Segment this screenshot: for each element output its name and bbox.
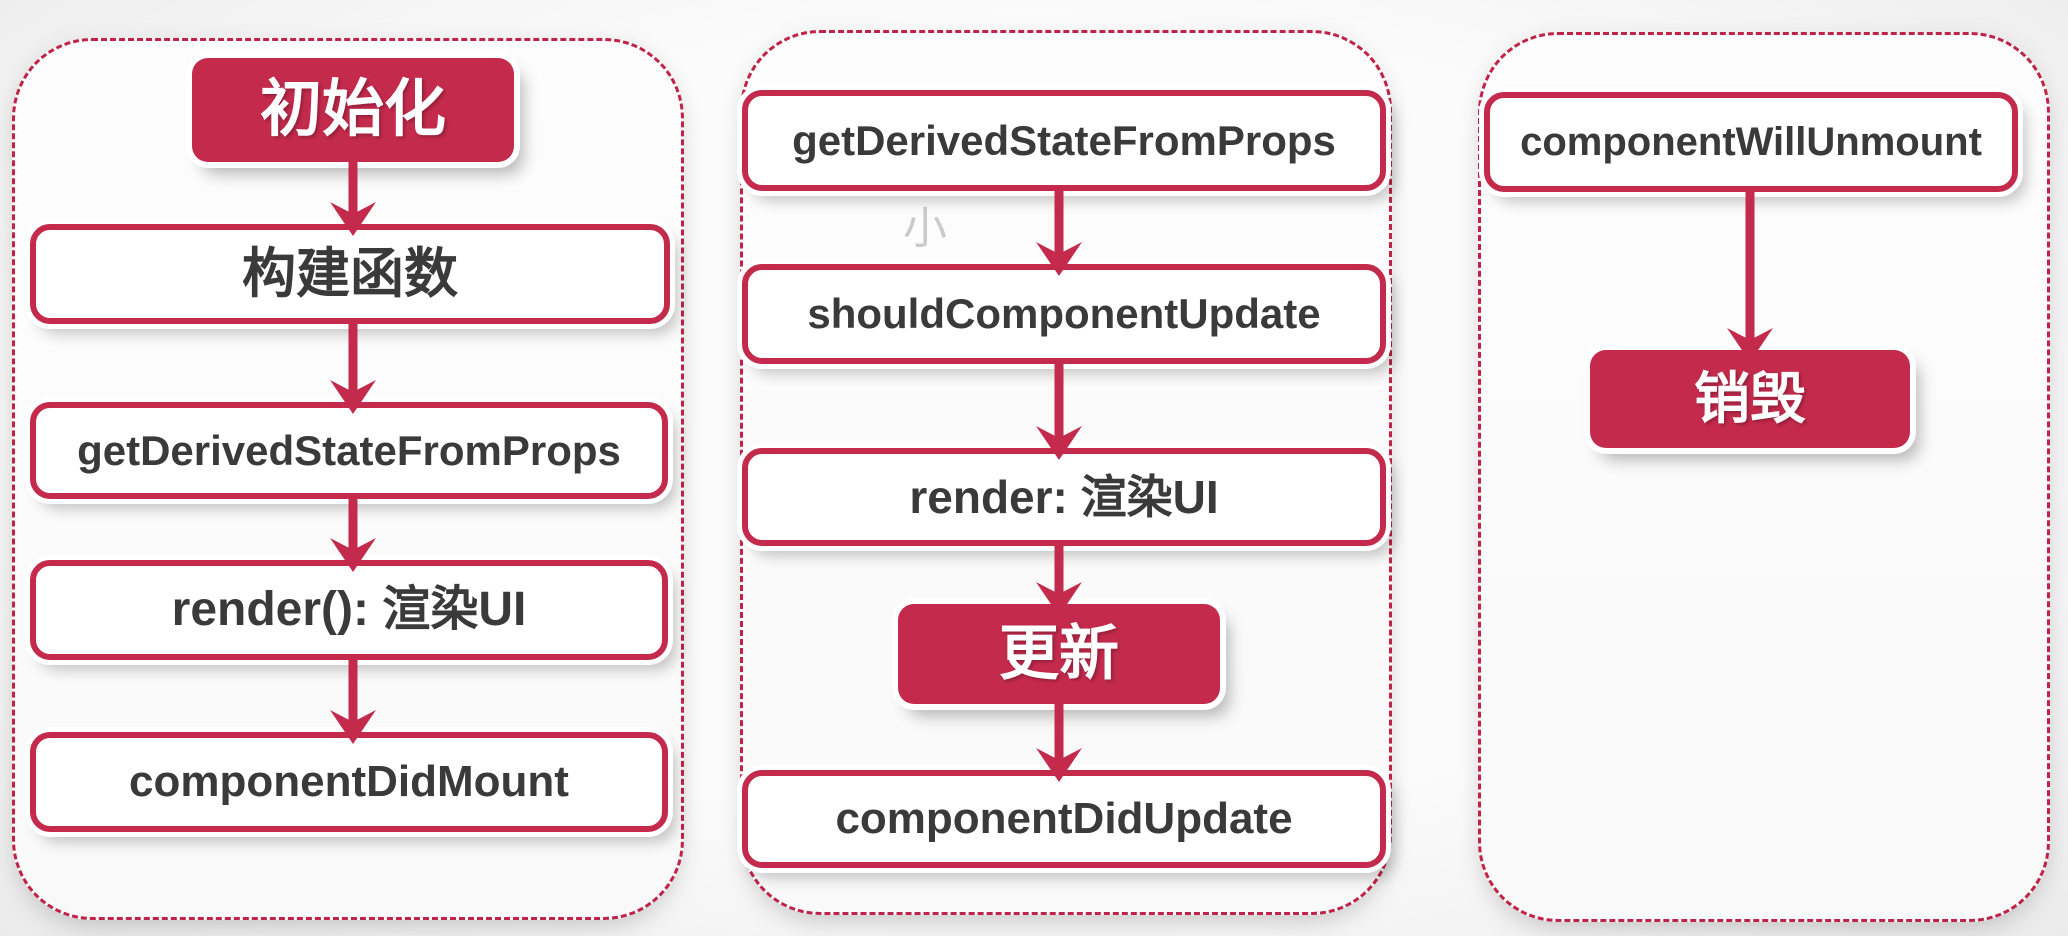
node-component-did-mount: componentDidMount [30,732,668,832]
node-initialization: 初始化 [192,58,514,162]
node-destroy: 销毁 [1590,350,1910,448]
node-render-update: render: 渲染UI [742,448,1386,546]
node-update: 更新 [898,604,1220,704]
node-component-did-update: componentDidUpdate [742,770,1386,868]
node-get-derived-state-from-props-update: getDerivedStateFromProps [742,90,1386,191]
node-component-will-unmount: componentWillUnmount [1484,92,2018,192]
node-render-mount: render(): 渲染UI [30,560,668,660]
watermark-text: 小 [903,204,947,253]
node-constructor: 构建函数 [30,224,670,324]
node-should-component-update: shouldComponentUpdate [742,264,1386,364]
node-get-derived-state-from-props-mount: getDerivedStateFromProps [30,402,668,499]
